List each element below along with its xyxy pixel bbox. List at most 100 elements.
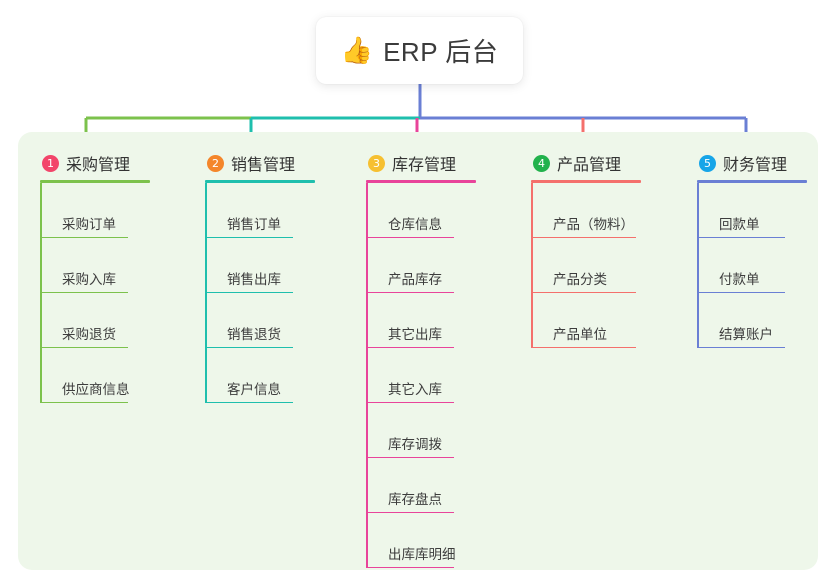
list-item-label: 产品（物料） (553, 217, 634, 232)
list-item-rule (697, 346, 785, 348)
list-item[interactable]: 库存盘点 (366, 458, 476, 513)
list-item[interactable]: 产品单位 (531, 293, 641, 348)
column-items-1: 采购订单采购入库采购退货供应商信息 (40, 183, 150, 403)
list-item-label: 销售出库 (227, 272, 281, 287)
list-item[interactable]: 采购入库 (40, 238, 150, 293)
column-header-3[interactable]: 3 库存管理 (366, 150, 476, 176)
column-title-5: 财务管理 (723, 157, 788, 174)
list-item-label: 产品库存 (388, 272, 442, 287)
list-item-label: 销售退货 (227, 327, 281, 342)
column-title-1: 采购管理 (66, 157, 131, 174)
list-item-label: 销售订单 (227, 217, 281, 232)
column-badge-3: 3 (368, 154, 385, 172)
list-item[interactable]: 产品分类 (531, 238, 641, 293)
column-spine-1 (40, 183, 42, 403)
list-item-label: 产品单位 (553, 327, 607, 342)
root-node-title: ERP 后台 (383, 37, 499, 67)
list-item-label: 产品分类 (553, 272, 607, 287)
column-spine-5 (697, 183, 699, 348)
column-header-4[interactable]: 4 产品管理 (531, 150, 641, 176)
list-item[interactable]: 采购订单 (40, 183, 150, 238)
list-item-label: 结算账户 (719, 327, 773, 342)
list-item-rule (366, 456, 454, 458)
list-item[interactable]: 出库库明细 (366, 513, 476, 568)
column-items-2: 销售订单销售出库销售退货客户信息 (205, 183, 315, 403)
column-spine-3 (366, 183, 368, 568)
list-item-rule (40, 346, 128, 348)
column-5: 5 财务管理回款单付款单结算账户 (697, 150, 807, 348)
list-item-label: 采购退货 (62, 327, 116, 342)
list-item[interactable]: 采购退货 (40, 293, 150, 348)
column-spine-2 (205, 183, 207, 403)
column-items-5: 回款单付款单结算账户 (697, 183, 807, 348)
column-header-rule-5 (697, 180, 807, 183)
list-item[interactable]: 产品（物料） (531, 183, 641, 238)
list-item[interactable]: 回款单 (697, 183, 807, 238)
list-item-rule (531, 346, 636, 348)
list-item-label: 库存调拨 (388, 437, 442, 452)
list-item-rule (697, 291, 785, 293)
list-item[interactable]: 产品库存 (366, 238, 476, 293)
list-item-label: 采购入库 (62, 272, 116, 287)
list-item-rule (366, 511, 454, 513)
column-title-4: 产品管理 (557, 157, 622, 174)
list-item-rule (531, 236, 636, 238)
list-item[interactable]: 付款单 (697, 238, 807, 293)
column-header-rule-1 (40, 180, 150, 183)
list-item-label: 出库库明细 (388, 547, 456, 562)
list-item-rule (366, 566, 454, 568)
list-item-label: 其它入库 (388, 382, 442, 397)
column-badge-5: 5 (699, 154, 716, 172)
column-header-1[interactable]: 1 采购管理 (40, 150, 150, 176)
column-1: 1 采购管理采购订单采购入库采购退货供应商信息 (40, 150, 150, 403)
list-item-rule (40, 236, 128, 238)
list-item[interactable]: 销售退货 (205, 293, 315, 348)
column-header-rule-3 (366, 180, 476, 183)
list-item-label: 付款单 (719, 272, 760, 287)
column-title-3: 库存管理 (392, 157, 457, 174)
list-item-rule (531, 291, 636, 293)
list-item-label: 仓库信息 (388, 217, 442, 232)
list-item-label: 库存盘点 (388, 492, 442, 507)
list-item-label: 客户信息 (227, 382, 281, 397)
list-item[interactable]: 供应商信息 (40, 348, 150, 403)
list-item[interactable]: 客户信息 (205, 348, 315, 403)
list-item[interactable]: 其它入库 (366, 348, 476, 403)
column-badge-2: 2 (207, 154, 224, 172)
list-item-rule (40, 401, 128, 403)
list-item-rule (697, 236, 785, 238)
column-4: 4 产品管理产品（物料） 产品分类产品单位 (531, 150, 641, 348)
list-item-rule (40, 291, 128, 293)
column-2: 2 销售管理销售订单销售出库销售退货客户信息 (205, 150, 315, 403)
list-item-rule (205, 236, 293, 238)
list-item-rule (366, 291, 454, 293)
list-item-label: 采购订单 (62, 217, 116, 232)
column-spine-4 (531, 183, 533, 348)
root-node-card[interactable]: 👍 ERP 后台 (316, 17, 523, 84)
list-item-rule (205, 291, 293, 293)
list-item-label: 回款单 (719, 217, 760, 232)
list-item[interactable]: 销售订单 (205, 183, 315, 238)
column-title-2: 销售管理 (231, 157, 296, 174)
column-badge-1: 1 (42, 154, 59, 172)
column-header-rule-4 (531, 180, 641, 183)
column-badge-4: 4 (533, 154, 550, 172)
list-item-rule (366, 401, 454, 403)
column-items-3: 仓库信息产品库存其它出库其它入库库存调拨库存盘点出库库明细 (366, 183, 476, 568)
list-item[interactable]: 结算账户 (697, 293, 807, 348)
column-header-2[interactable]: 2 销售管理 (205, 150, 315, 176)
list-item-rule (366, 236, 454, 238)
diagram-panel: 1 采购管理采购订单采购入库采购退货供应商信息 2 销售管理销售订单销售出库销售退货客… (18, 132, 818, 570)
column-header-5[interactable]: 5 财务管理 (697, 150, 807, 176)
list-item[interactable]: 销售出库 (205, 238, 315, 293)
list-item[interactable]: 仓库信息 (366, 183, 476, 238)
thumbs-up-icon: 👍 (340, 34, 374, 65)
column-items-4: 产品（物料） 产品分类产品单位 (531, 183, 641, 348)
list-item-rule (205, 346, 293, 348)
column-header-rule-2 (205, 180, 315, 183)
list-item-label: 供应商信息 (62, 382, 130, 397)
column-3: 3 库存管理仓库信息产品库存其它出库其它入库库存调拨库存盘点出库库明细 (366, 150, 476, 568)
list-item-rule (205, 401, 293, 403)
list-item[interactable]: 其它出库 (366, 293, 476, 348)
list-item[interactable]: 库存调拨 (366, 403, 476, 458)
